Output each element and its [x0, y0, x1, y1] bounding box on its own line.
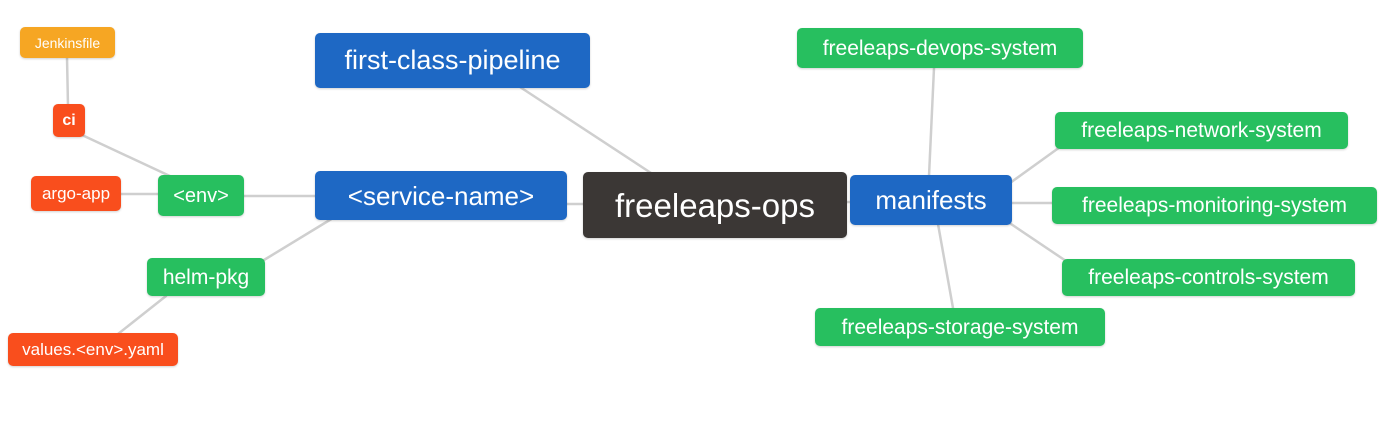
node-freeleaps-monitoring-system[interactable]: freeleaps-monitoring-system: [1052, 187, 1377, 224]
node-freeleaps-ops-root[interactable]: freeleaps-ops: [583, 172, 847, 238]
node-freeleaps-controls-system[interactable]: freeleaps-controls-system: [1062, 259, 1355, 296]
node-helm-pkg[interactable]: helm-pkg: [147, 258, 265, 296]
node-freeleaps-network-system[interactable]: freeleaps-network-system: [1055, 112, 1348, 149]
node-freeleaps-devops-system[interactable]: freeleaps-devops-system: [797, 28, 1083, 68]
edge-jenkinsfile-ci: [65, 55, 70, 108]
node-values-env-yaml[interactable]: values.<env>.yaml: [8, 333, 178, 366]
edge-helmpkg-servicename: [262, 216, 335, 262]
node-first-class-pipeline[interactable]: first-class-pipeline: [315, 33, 590, 88]
node-argo-app[interactable]: argo-app: [31, 176, 121, 211]
edge-manifests-devops: [927, 66, 936, 178]
node-env[interactable]: <env>: [158, 175, 244, 216]
node-service-name[interactable]: <service-name>: [315, 171, 567, 220]
edge-helmpkg-values: [116, 294, 168, 336]
node-freeleaps-storage-system[interactable]: freeleaps-storage-system: [815, 308, 1105, 346]
edge-manifests-controls: [1006, 220, 1068, 263]
edge-ci-env: [80, 133, 174, 179]
node-manifests[interactable]: manifests: [850, 175, 1012, 225]
node-ci[interactable]: ci: [53, 104, 85, 137]
edge-pipeline-root: [518, 85, 653, 175]
edge-manifests-storage: [936, 222, 955, 310]
edge-manifests-network: [1008, 145, 1062, 185]
node-jenkinsfile[interactable]: Jenkinsfile: [20, 27, 115, 58]
